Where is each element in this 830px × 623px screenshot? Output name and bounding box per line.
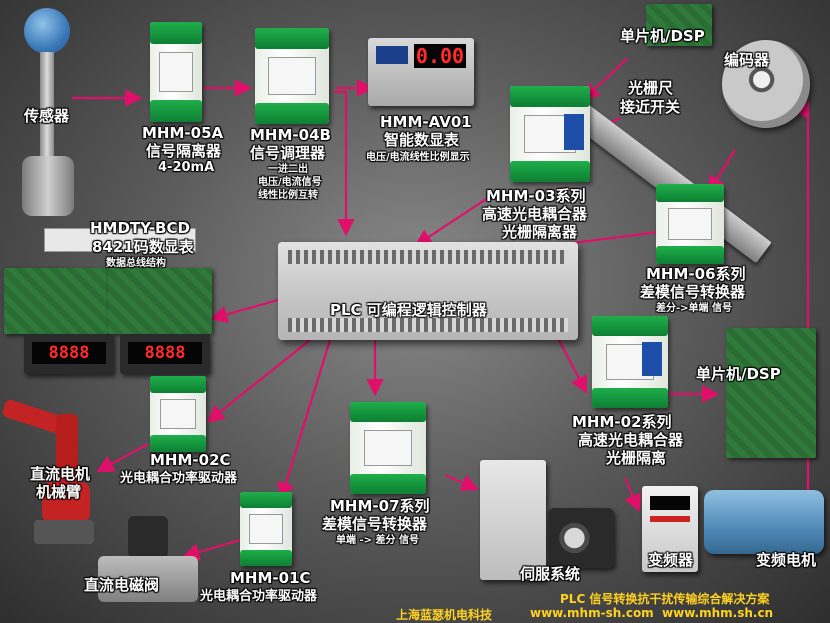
mhm-07-model-label: MHM-07系列 <box>330 497 430 515</box>
av01-display: 0.00 <box>414 44 466 68</box>
servo-drive-device <box>480 460 546 580</box>
mhm-04b-note-2: 电压/电流信号 <box>258 177 322 188</box>
flow-sensor-device <box>18 8 78 216</box>
mhm-05a-module <box>150 22 202 122</box>
arrow-07-to-servo <box>444 473 480 491</box>
hmdty-model-label: HMDTY-BCD <box>90 219 190 237</box>
mhm-02-model-label: MHM-02系列 <box>572 413 672 431</box>
arrow-02-to-inverter <box>623 477 641 513</box>
arrow-vfmotor-to-encoder <box>791 101 810 520</box>
mhm-01c-model-label: MHM-01C <box>230 569 311 587</box>
mhm-01c-name-label: 光电耦合功率驱动器 <box>200 589 318 604</box>
plc-controller <box>278 242 578 340</box>
mhm-04b-name-label: 信号调理器 <box>250 144 326 162</box>
dc-motor-label: 直流电机 <box>30 465 91 483</box>
arrow-01c-to-valve <box>181 538 241 561</box>
mhm-02c-module <box>150 376 206 452</box>
mhm-02c-name-label: 光电耦合功率驱动器 <box>120 471 238 486</box>
proximity-switch-label: 接近开关 <box>620 98 681 116</box>
mhm-05a-name-label: 信号隔离器 <box>146 142 222 160</box>
sensor-label: 传感器 <box>24 107 70 125</box>
mcu-dsp-top-label: 单片机/DSP <box>620 27 705 45</box>
mhm-07-name-label: 差模信号转换器 <box>322 515 428 533</box>
hmm-av01-name-label: 智能数显表 <box>384 131 460 149</box>
mhm-06-name-label: 差模信号转换器 <box>640 283 746 301</box>
robot-arm-label: 机械臂 <box>36 483 82 501</box>
hmm-av01-model-label: HMM-AV01 <box>380 113 472 131</box>
mhm-04b-note-3: 线性比例互转 <box>258 190 318 201</box>
mhm-03-name-label: 高速光电耦合器 <box>482 205 588 223</box>
bcd-display-2: 8888 <box>128 342 202 364</box>
mcu-dsp-board-top <box>646 4 712 46</box>
arrow-plc-to-02 <box>557 337 588 394</box>
hmm-av01-meter: 0.00 <box>368 38 474 106</box>
plc-label: PLC 可编程逻辑控制器 <box>330 301 487 319</box>
footer-title: PLC 信号转换抗干扰传输综合解决方案 <box>560 592 770 606</box>
mhm-02-module <box>592 316 668 408</box>
robot-arm-device <box>1 392 96 546</box>
encoder-label: 编码器 <box>724 51 770 69</box>
mhm-02c-model-label: MHM-02C <box>150 451 231 469</box>
mhm-03-model-label: MHM-03系列 <box>486 187 586 205</box>
solenoid-valve-label: 直流电磁阀 <box>84 576 160 594</box>
mhm-04b-model-label: MHM-04B <box>250 126 331 144</box>
mhm-06-note-label: 差分->单端 信号 <box>656 303 733 314</box>
footer-company: 上海蓝瑟机电科技 <box>396 608 493 622</box>
mhm-05a-model-label: MHM-05A <box>142 124 224 142</box>
inverter-label: 变频器 <box>648 551 694 569</box>
mhm-04b-note-1: 一进二出 <box>268 164 308 175</box>
mhm-03-module <box>510 86 590 182</box>
hmdty-name-label: 8421码数显表 <box>92 238 194 256</box>
arrow-plc-to-bcd <box>209 298 279 323</box>
servo-label: 伺服系统 <box>520 565 581 583</box>
encoder-device <box>722 40 810 128</box>
mhm-01c-module <box>240 492 292 566</box>
grating-ruler-label: 光栅尺 <box>628 79 674 97</box>
mhm-07-note-label: 单端 -> 差分 信号 <box>336 535 419 546</box>
arrow-02c-to-dcmotor <box>96 443 149 473</box>
mhm-05a-spec-label: 4-20mA <box>158 160 215 175</box>
mhm-06-model-label: MHM-06系列 <box>646 265 746 283</box>
arrow-encoder-to-06 <box>707 149 736 194</box>
arrow-plc-to-02c <box>206 339 311 423</box>
hmm-av01-note: 电压/电流线性比例显示 <box>366 152 470 163</box>
mhm-06-module <box>656 184 724 264</box>
inverter-device <box>642 486 698 572</box>
mhm-02-sub-label: 光栅隔离 <box>606 449 667 467</box>
vf-motor-device <box>704 490 824 554</box>
mhm-04b-module <box>255 28 329 124</box>
bcd-display-1: 8888 <box>32 342 106 364</box>
mhm-03-sub-label: 光栅隔离器 <box>502 223 578 241</box>
footer-urls: www.mhm-sh.com www.mhm.sh.cn <box>530 606 774 620</box>
arrow-03-to-plc <box>414 189 501 247</box>
solenoid-valve-device <box>98 516 198 602</box>
vf-motor-label: 变频电机 <box>756 551 817 569</box>
arrow-04b-to-plc <box>334 90 355 237</box>
arrow-mcu-to-03 <box>581 57 629 101</box>
hmdty-note-label: 数据总线结构 <box>106 258 166 269</box>
mhm-07-module <box>350 402 426 494</box>
mcu-dsp-right-label: 单片机/DSP <box>696 365 781 383</box>
mcu-dsp-board-right <box>726 328 816 458</box>
hmdty-bcd-device: 8888 8888 <box>4 228 218 378</box>
servo-motor-device <box>548 508 614 568</box>
mhm-02-name-label: 高速光电耦合器 <box>578 431 684 449</box>
arrow-plc-to-01c <box>277 339 332 501</box>
